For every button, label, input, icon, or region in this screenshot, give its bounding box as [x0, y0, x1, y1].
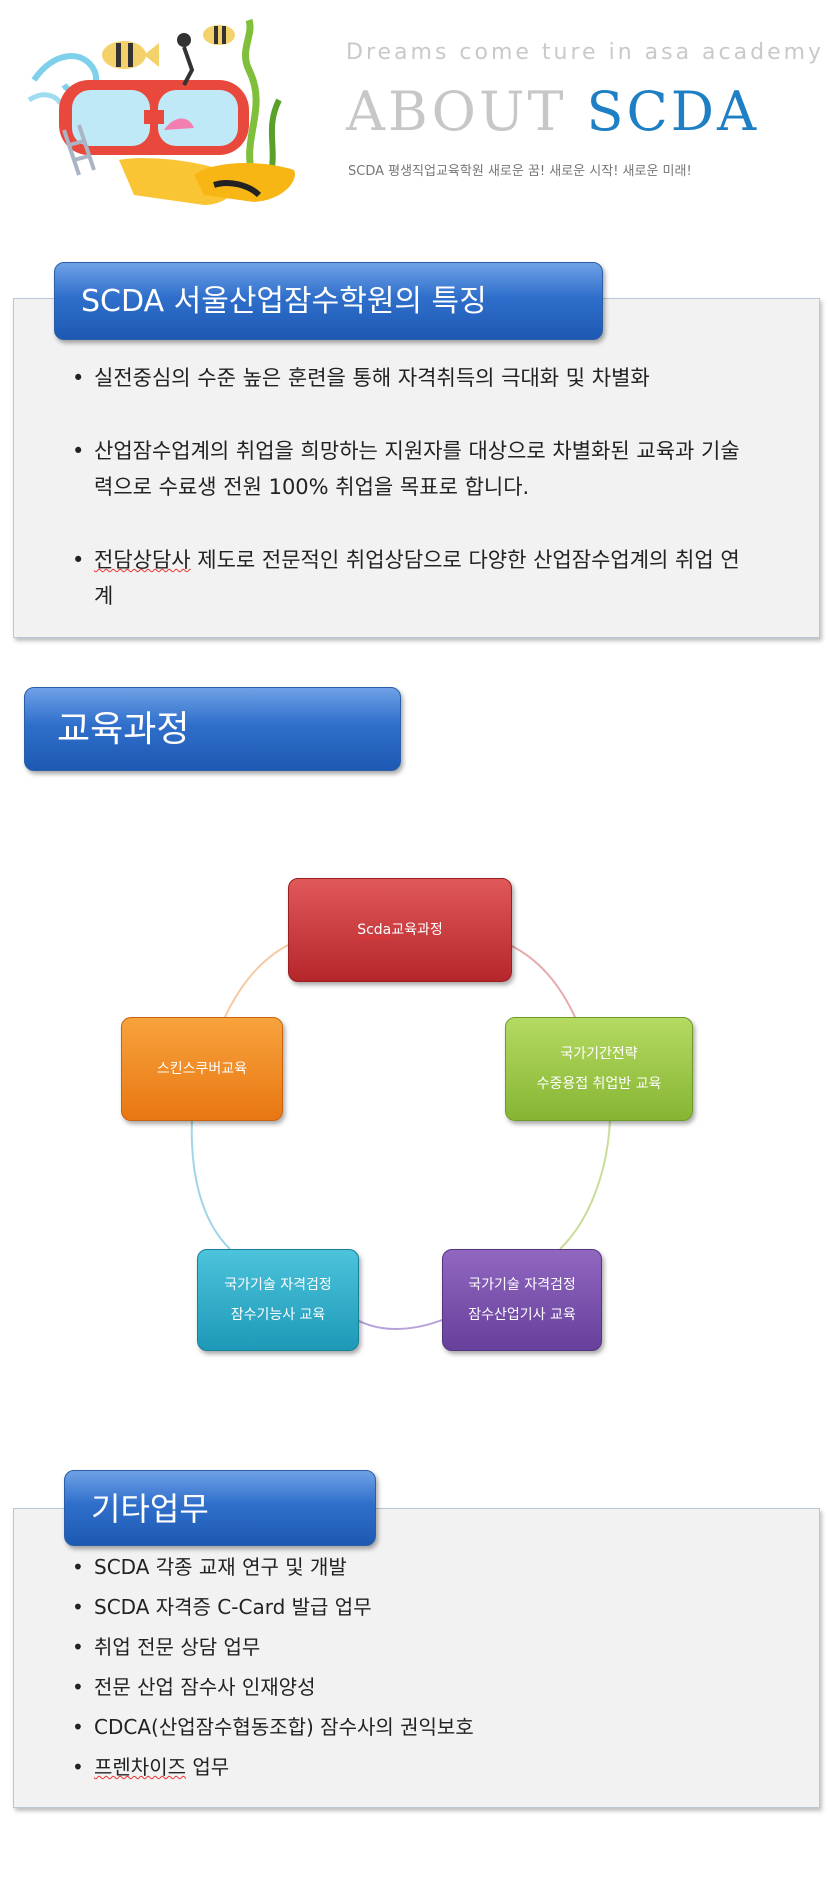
header-tagline: Dreams come ture in asa academy	[346, 40, 825, 65]
header-subtitle: SCDA 평생직업교육학원 새로운 꿈! 새로운 시작! 새로운 미래!	[348, 164, 692, 179]
misspelled-word: 프렌차이즈	[94, 1755, 186, 1779]
other-list: SCDA 각종 교재 연구 및 개발 SCDA 자격증 C-Card 발급 업무…	[72, 1547, 772, 1787]
other-item: SCDA 자격증 C-Card 발급 업무	[72, 1587, 772, 1627]
node-line-2: 잠수산업기사 교육	[468, 1307, 576, 1323]
feature-item: 산업잠수업계의 취업을 희망하는 지원자를 대상으로 차별화된 교육과 기술력으…	[72, 433, 752, 505]
other-item: 프렌차이즈 업무	[72, 1747, 772, 1787]
node-line-1: 국가기술 자격검정	[224, 1277, 332, 1293]
other-item: 취업 전문 상담 업무	[72, 1627, 772, 1667]
connector-green-purple	[559, 1118, 611, 1250]
curriculum-diagram: Scda교육과정 국가기간전략 수중용접 취업반 교육 국가기술 자격검정 잠수…	[0, 850, 830, 1390]
other-title: 기타업무	[64, 1470, 376, 1546]
node-line-1: 국가기술 자격검정	[468, 1277, 576, 1293]
node-label-prefix: Scda	[357, 922, 392, 938]
node-scda-curriculum: Scda교육과정	[288, 878, 512, 982]
connector-purple-teal	[356, 1319, 443, 1330]
features-title: SCDA 서울산업잠수학원의 특징	[54, 262, 603, 340]
cycle-connectors	[190, 944, 611, 1330]
diving-mask-illustration	[27, 18, 295, 205]
about-word: ABOUT	[346, 80, 567, 143]
feature-item: 실전중심의 수준 높은 훈련을 통해 자격취득의 극대화 및 차별화	[72, 360, 752, 396]
scda-word: SCDA	[586, 80, 760, 143]
node-line-2: 수중용접 취업반 교육	[536, 1076, 662, 1092]
node-industrial-engineer: 국가기술 자격검정 잠수산업기사 교육	[442, 1249, 602, 1351]
misspelled-word: 전담상담사	[94, 548, 191, 572]
feature-item-text: 제도로 전문적인 취업상담으로 다양한 산업잠수업계의 취업 연계	[94, 548, 740, 608]
node-line-1: 스킨스쿠버교육	[156, 1061, 248, 1077]
other-item: 전문 산업 잠수사 인재양성	[72, 1667, 772, 1707]
features-list: 실전중심의 수준 높은 훈련을 통해 자격취득의 극대화 및 차별화 산업잠수업…	[72, 360, 752, 614]
node-label-suffix: 교육과정	[391, 922, 443, 938]
node-line-1: 국가기간전략	[560, 1046, 638, 1062]
node-skin-scuba: 스킨스쿠버교육	[121, 1017, 283, 1121]
node-diving-technician: 국가기술 자격검정 잠수기능사 교육	[197, 1249, 359, 1351]
node-underwater-welding: 국가기간전략 수중용접 취업반 교육	[505, 1017, 693, 1121]
other-item: CDCA(산업잠수협동조합) 잠수사의 권익보호	[72, 1707, 772, 1747]
curriculum-title: 교육과정	[24, 687, 401, 771]
node-line-2: 잠수기능사 교육	[230, 1307, 326, 1323]
node-label: Scda교육과정	[357, 915, 443, 945]
other-item: SCDA 각종 교재 연구 및 개발	[72, 1547, 772, 1587]
connector-red-green	[509, 944, 576, 1018]
about-scda-title: ABOUT SCDA	[346, 82, 759, 142]
feature-item: 전담상담사 제도로 전문적인 취업상담으로 다양한 산업잠수업계의 취업 연계	[72, 542, 752, 614]
connector-orange-red	[224, 944, 289, 1018]
connector-teal-orange	[190, 1118, 231, 1250]
